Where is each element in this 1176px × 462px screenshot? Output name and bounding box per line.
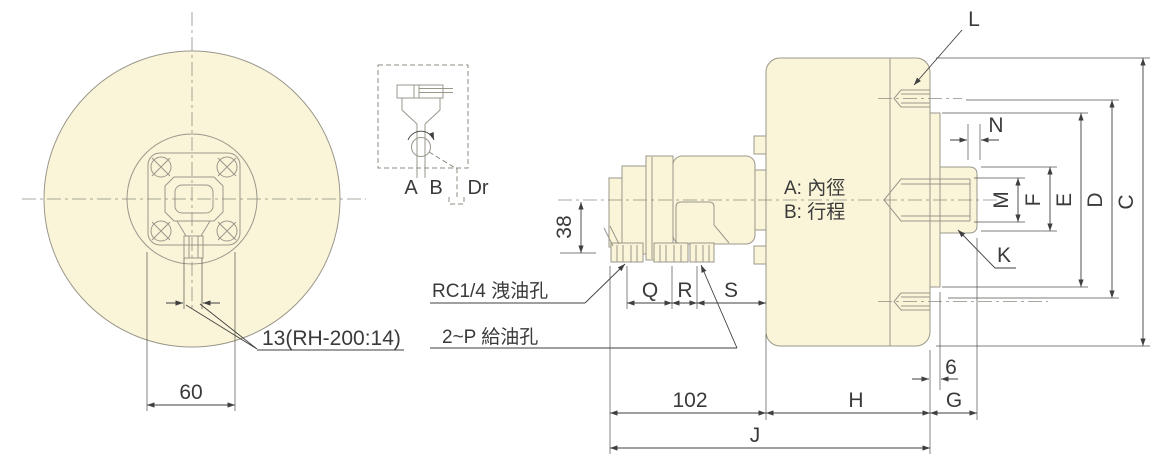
dim-label-S: S [724, 279, 738, 302]
dim-label-C: C [1115, 194, 1138, 209]
center-boss-octagon [164, 176, 224, 222]
dim-D: D [948, 99, 1119, 299]
dim-label-102: 102 [672, 389, 707, 412]
dim-label-N: N [988, 114, 1003, 137]
dim-label-H: H [848, 389, 863, 412]
leader-K: K [957, 229, 1016, 269]
dim-102: 102 [610, 389, 766, 416]
symbol-port-a-label: A [404, 177, 418, 199]
dim-label-J: J [750, 424, 761, 447]
dim-label-E: E [1053, 193, 1076, 207]
dim-label-M: M [990, 191, 1013, 209]
side-view: A: 內徑 B: 行程 38 Q R S RC1/4 洩油孔 2~P 給油孔 [430, 8, 1150, 454]
dim-label-G: G [946, 389, 962, 412]
dim-38: 38 [553, 202, 596, 254]
port-plug-2 [653, 242, 689, 263]
leader-drain-port: RC1/4 洩油孔 [430, 263, 626, 304]
dim-E: E [942, 112, 1088, 288]
dim-label-F: F [1022, 194, 1045, 207]
dim-label-D: D [1084, 192, 1107, 207]
port-plug-1 [610, 242, 644, 263]
dim-C: C [936, 57, 1150, 347]
dim-label-13: 13(RH-200:14) [262, 327, 401, 350]
bolt-holes [150, 156, 238, 242]
dim-H: H [766, 389, 930, 416]
note-bore: A: 內徑 [784, 177, 845, 199]
dim-N: N [950, 114, 1004, 160]
thread-hole-top [893, 89, 930, 108]
port-plug-3 [689, 242, 715, 263]
dim-G: G [930, 389, 977, 416]
dim-M: M [974, 177, 1025, 223]
dim-F: F [981, 166, 1057, 232]
front-port-neck [176, 220, 211, 259]
cylinder-symbol [396, 84, 453, 178]
hydraulic-symbol: A B Dr [377, 64, 489, 205]
dim-label-38: 38 [553, 215, 576, 238]
dim-label-60: 60 [179, 381, 202, 404]
symbol-drain-label: Dr [467, 177, 488, 199]
drain-line [428, 151, 465, 205]
dim-label-R: R [677, 279, 692, 302]
dim-label-L: L [968, 8, 980, 31]
dim-13: 13(RH-200:14) [166, 258, 404, 351]
thread-hole-bottom [893, 292, 930, 311]
leader-L: L [913, 8, 980, 86]
leader-supply-port: 2~P 給油孔 [430, 264, 738, 349]
dim-label-K: K [997, 244, 1011, 267]
rotation-arrow [407, 130, 435, 141]
rotary-joint-circle [411, 137, 431, 157]
front-view: 60 13(RH-200:14) [22, 12, 404, 411]
dim-6: 6 [912, 356, 958, 382]
dim-label-6: 6 [945, 356, 957, 379]
symbol-boundary [377, 64, 469, 169]
dim-J: J [610, 424, 930, 451]
label-supply-port: 2~P 給油孔 [442, 326, 538, 348]
dim-label-Q: Q [642, 279, 658, 302]
dim-QRS: Q R S [626, 266, 766, 309]
label-drain-port: RC1/4 洩油孔 [432, 280, 548, 302]
bottom-extension-lines [609, 238, 978, 454]
note-stroke: B: 行程 [784, 201, 845, 223]
symbol-port-b-label: B [429, 177, 442, 199]
